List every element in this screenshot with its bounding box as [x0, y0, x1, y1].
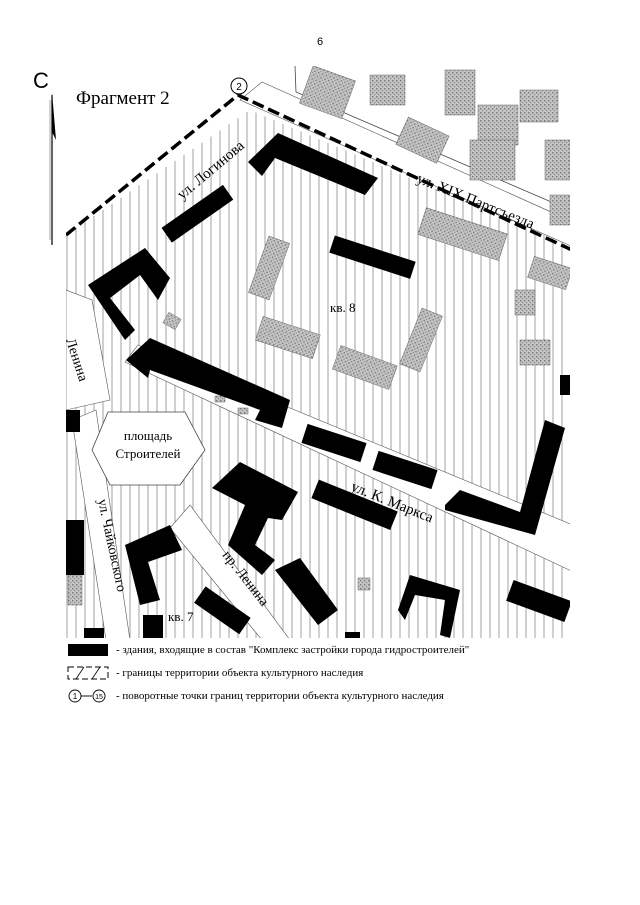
street-xix-partsezda — [239, 81, 570, 246]
legend-turning-points-text: - поворотные точки границ территории объ… — [116, 690, 444, 702]
street-chaikovskogo — [71, 409, 131, 638]
map-fragment: С Фрагмент 2 2 ул. Логинова ул. XIX Парт… — [33, 66, 570, 638]
legend-turning-point-symbol: 1 15 — [68, 689, 106, 703]
other-buildings — [67, 66, 570, 606]
heritage-boundary — [66, 92, 570, 252]
outside-area — [262, 66, 570, 196]
legend-boundary-symbol — [67, 666, 109, 680]
legend-buildings: - здания, входящие в состав "Комплекс за… — [66, 643, 469, 657]
page-number: 6 — [316, 36, 324, 48]
block-label-kv8: кв. 8 — [330, 300, 355, 315]
square-label-line1: площадь — [124, 428, 172, 443]
legend-building-symbol — [68, 644, 108, 656]
legend-turning-point-to: 15 — [95, 694, 103, 701]
legend-turning-points: 1 15 - поворотные точки границ территори… — [66, 689, 444, 703]
street-pr-lenina — [169, 504, 289, 638]
legend-boundaries: - границы территории объекта культурного… — [66, 666, 363, 680]
block-label-kv7: кв. 7 — [168, 609, 194, 624]
legend-boundaries-text: - границы территории объекта культурного… — [116, 667, 364, 679]
fragment-title: Фрагмент 2 — [76, 88, 170, 109]
square-stroitelei — [91, 411, 206, 486]
north-arrow — [49, 92, 56, 245]
legend-turning-point-from: 1 — [73, 692, 78, 701]
legend-buildings-text: - здания, входящие в состав "Комплекс за… — [116, 644, 470, 656]
square-label-line2: Строителей — [116, 446, 181, 461]
turning-point-2 — [230, 77, 248, 95]
turning-point-label: 2 — [236, 82, 242, 93]
north-label: С — [33, 68, 49, 93]
street-lenina-left — [66, 289, 111, 411]
complex-buildings — [66, 133, 570, 638]
